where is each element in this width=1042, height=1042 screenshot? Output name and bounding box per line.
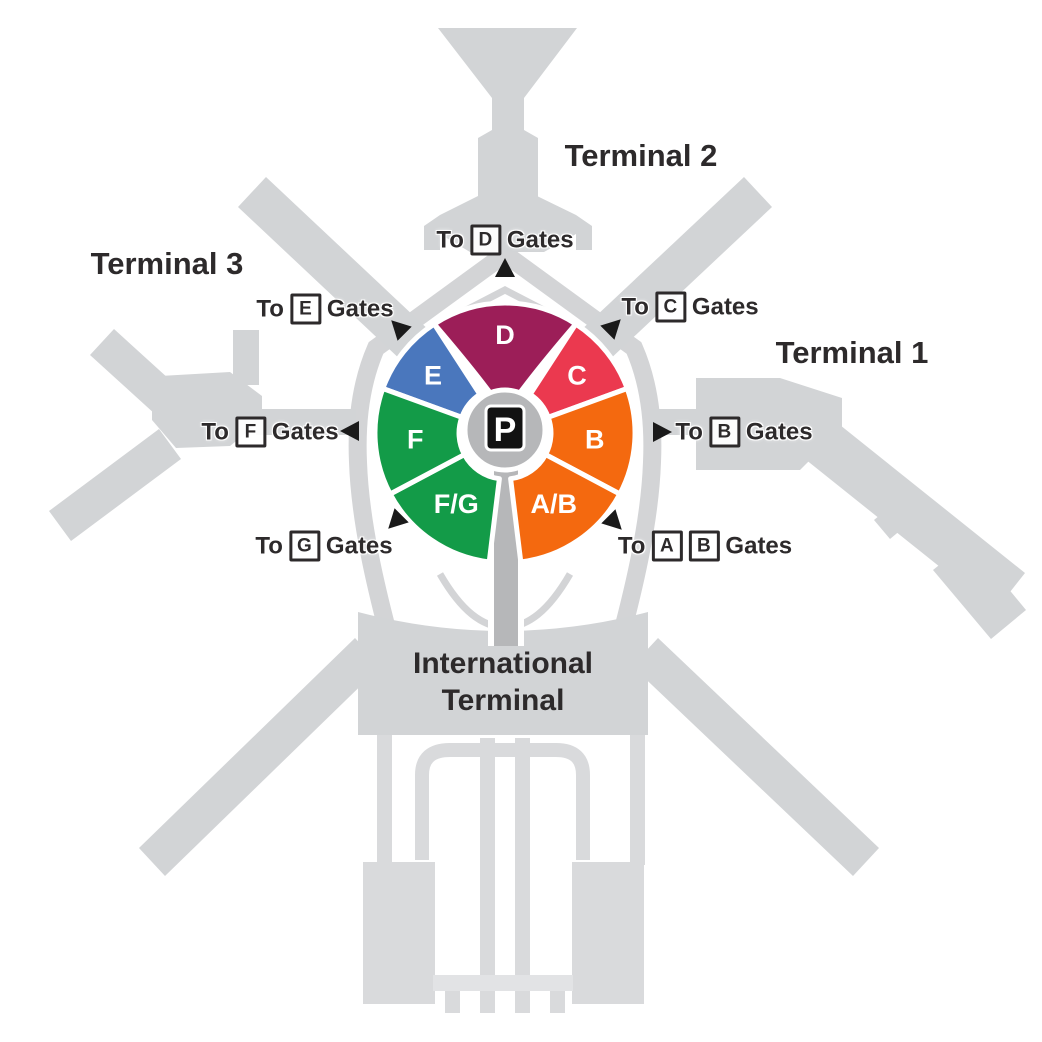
road-loop bbox=[415, 743, 590, 860]
road-vertical-center-left bbox=[480, 738, 495, 1012]
gate-letter-box-g: G bbox=[288, 530, 320, 562]
gate-sign-e-to: To bbox=[256, 295, 284, 322]
boarding-area-wheel: D E C B A/B F/G F bbox=[372, 300, 638, 565]
gate-sign-c: To C Gates bbox=[621, 291, 759, 323]
road-stub-1 bbox=[445, 991, 460, 1013]
terminal-2-pier-shape bbox=[438, 28, 577, 198]
gate-sign-d-gates: Gates bbox=[506, 226, 574, 253]
wedge-d bbox=[431, 300, 579, 431]
gate-sign-b-to: To bbox=[675, 418, 703, 445]
terminal-3-lower-left-arm-shape bbox=[49, 429, 181, 541]
gate-letter-box-b2: B bbox=[688, 530, 720, 562]
gate-sign-ab-gates: Gates bbox=[725, 532, 793, 559]
wedge-label-c: C bbox=[567, 361, 587, 391]
gate-sign-d: To D Gates bbox=[436, 224, 574, 256]
road-vertical-right bbox=[630, 735, 645, 865]
gate-sign-ab-to: To bbox=[617, 532, 646, 559]
gate-sign-b: To B Gates bbox=[675, 416, 813, 448]
gate-sign-c-to: To bbox=[621, 293, 649, 320]
garage-right bbox=[572, 862, 644, 1004]
terminal-1-pier-stub2-shape bbox=[874, 505, 908, 539]
bottom-roads bbox=[363, 735, 645, 1013]
gate-sign-f-gates: Gates bbox=[271, 418, 339, 445]
terminal-3-label: Terminal 3 bbox=[90, 246, 244, 281]
international-terminal-shape bbox=[358, 612, 648, 735]
arrow-to-b-gates bbox=[653, 422, 672, 442]
international-terminal-label: International Terminal bbox=[413, 645, 593, 719]
terminal-1-pier-stub1-shape bbox=[822, 447, 856, 481]
garage-left bbox=[363, 862, 435, 1004]
terminal-2-label: Terminal 2 bbox=[564, 138, 718, 173]
f-gates-walkway-shape bbox=[256, 409, 356, 435]
terminal-3-upper-left-arm-shape bbox=[90, 329, 180, 415]
wedge-label-b: B bbox=[585, 424, 605, 454]
gate-sign-f: To F Gates bbox=[201, 416, 339, 448]
terminal-2-shoulders-shape bbox=[424, 196, 592, 252]
intl-left-wing-shape bbox=[139, 638, 381, 876]
upper-left-arm-shape bbox=[238, 177, 432, 363]
gate-letter-box-f: F bbox=[234, 416, 266, 448]
gate-sign-g: To G Gates bbox=[255, 530, 393, 562]
road-stub-2 bbox=[480, 991, 495, 1013]
wedge-label-d: D bbox=[495, 320, 515, 350]
wedge-a-b bbox=[508, 452, 623, 565]
road-stub-3 bbox=[515, 991, 530, 1013]
arrow-to-c-gates bbox=[600, 319, 621, 340]
intl-right-wing-shape bbox=[632, 638, 879, 876]
gate-sign-e-gates: Gates bbox=[326, 295, 394, 322]
wedge-label-a-b: A/B bbox=[530, 489, 577, 519]
arrow-to-d-gates bbox=[495, 258, 515, 277]
parking-sign-box bbox=[484, 404, 526, 452]
wedge-label-e: E bbox=[424, 361, 442, 391]
terminal-1-pier-endcap-shape bbox=[933, 541, 1026, 639]
arrow-to-ab-gates bbox=[601, 509, 622, 530]
road-stub-4 bbox=[550, 991, 565, 1013]
gate-sign-g-to: To bbox=[255, 532, 283, 559]
arrow-to-e-gates bbox=[391, 320, 412, 341]
gate-sign-b-gates: Gates bbox=[745, 418, 813, 445]
arrow-to-f-gates bbox=[340, 421, 359, 441]
gate-letter-box-d: D bbox=[469, 224, 501, 256]
parking-sign-letter: P bbox=[494, 411, 517, 449]
upper-right-arm-shape bbox=[578, 177, 772, 363]
wedge-label-f: F bbox=[407, 424, 424, 454]
gate-sign-c-gates: Gates bbox=[691, 293, 759, 320]
gate-sign-g-gates: Gates bbox=[325, 532, 393, 559]
ring-road bbox=[348, 242, 662, 651]
gate-arrows bbox=[340, 258, 672, 530]
international-terminal-label-line1: International bbox=[412, 647, 594, 680]
gate-letter-box-b: B bbox=[708, 416, 740, 448]
international-terminal-label-line2: Terminal bbox=[441, 684, 565, 717]
gate-sign-ab: To A B Gates bbox=[617, 530, 793, 562]
road-cross-strip bbox=[433, 975, 573, 991]
arrow-to-g-gates bbox=[388, 508, 409, 529]
gate-sign-f-to: To bbox=[201, 418, 229, 445]
wedge-f bbox=[372, 386, 467, 497]
gate-sign-e: To E Gates bbox=[256, 293, 394, 325]
wedge-e bbox=[380, 321, 483, 420]
road-vertical-center-right bbox=[515, 738, 530, 1012]
gate-sign-d-to: To bbox=[436, 226, 464, 253]
terminal-3-hub-shape bbox=[152, 372, 262, 448]
gate-letter-box-c: C bbox=[654, 291, 686, 323]
wedge-b bbox=[543, 386, 638, 497]
terminal-buildings bbox=[49, 28, 1026, 876]
road-vertical-left bbox=[377, 735, 392, 865]
wedge-label-f-g: F/G bbox=[434, 489, 479, 519]
gate-letter-box-e: E bbox=[289, 293, 321, 325]
terminal-1-label: Terminal 1 bbox=[775, 335, 929, 370]
terminal-3-up-arm-shape bbox=[233, 330, 259, 385]
gate-letter-box-a: A bbox=[651, 530, 683, 562]
